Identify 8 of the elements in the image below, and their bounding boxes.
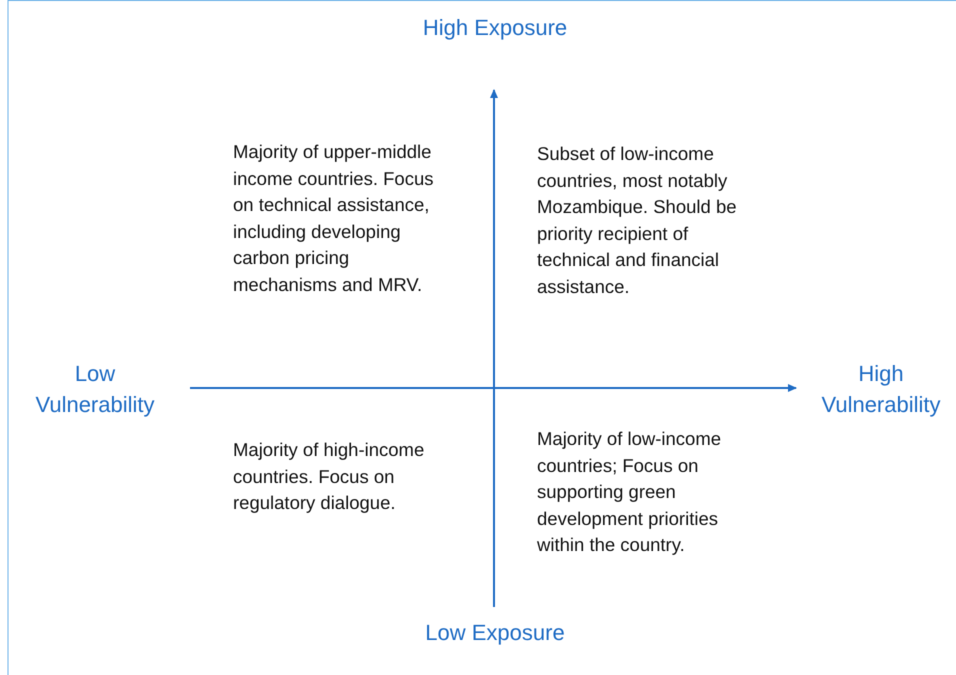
- axis-label: Low Vulnerability: [34, 360, 156, 419]
- quadrant-description: Majority of high-income countries. Focus on regulatory dialogue.: [233, 438, 426, 515]
- quadrant-description: Majority of low-income countries; Focus on supporting green development priorities within the country.: [537, 427, 722, 557]
- axis-label: High Vulnerability: [820, 360, 942, 419]
- axis-label: Low Exposure: [424, 619, 566, 647]
- quadrant-description: Subset of low-income countries, most notably Mozambique. Should be priority recipient of technical and financial assistance.: [537, 142, 738, 298]
- quadrant-description: Majority of upper-middle income countries. Focus on technical assistance, including developing carbon pricing mechanisms and MRV.: [233, 140, 435, 296]
- axis-label: High Exposure: [422, 14, 568, 42]
